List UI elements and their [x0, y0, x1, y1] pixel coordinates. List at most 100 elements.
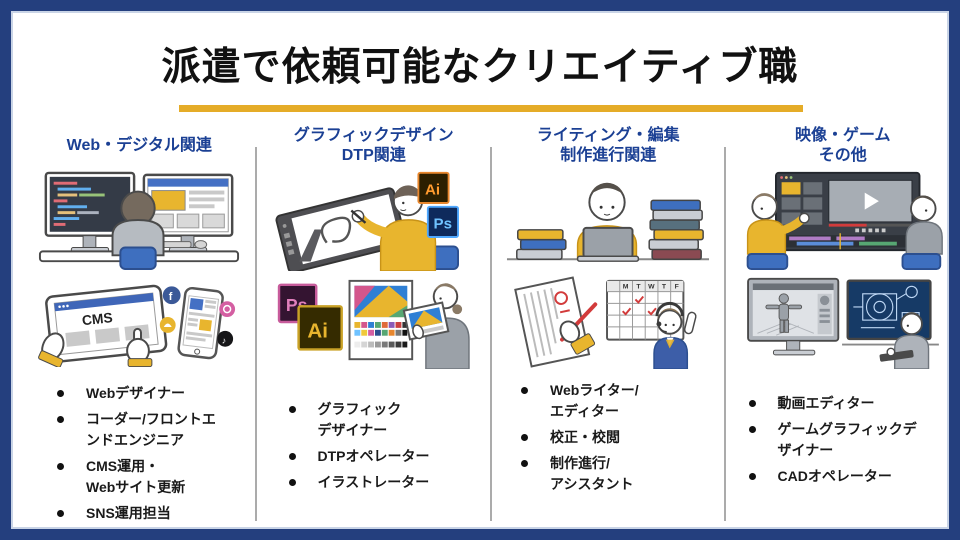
ps-label: Ps — [433, 216, 451, 233]
day-label: M — [623, 284, 629, 291]
laptop — [582, 226, 634, 259]
column-writing-editing: ライティング・編集 制作進行関連 — [491, 123, 726, 539]
3d-cad-image — [746, 277, 939, 369]
list-item: CMS運用・ Webサイト更新 — [57, 456, 257, 498]
bullet-dot — [57, 463, 64, 470]
headset — [655, 301, 685, 317]
job-label: 校正・校閲 — [550, 429, 620, 445]
video-editor-image — [746, 171, 943, 271]
drawing-tablet — [879, 350, 914, 362]
web-workstation-illustration — [22, 169, 257, 273]
job-label: コーダー/フロントエ ンドエンジニア — [86, 411, 216, 448]
3d-figure — [778, 293, 789, 304]
job-label: 制作進行/ アシスタント — [550, 455, 634, 492]
proofreading-schedule-illustration: M T W T F — [491, 275, 726, 371]
job-list-writing-editing: Webライター/ エディター 校正・校閲 制作進行/ アシスタント — [491, 380, 726, 500]
bullet-dot — [288, 406, 296, 413]
list-item: 校正・校閲 — [521, 427, 726, 448]
illustrator-icon — [297, 305, 343, 351]
columns-container: Web・デジタル関連 — [22, 123, 960, 539]
cms-label: CMS — [81, 309, 113, 328]
photoshop-icon — [426, 205, 459, 238]
job-label: 動画エディター — [777, 395, 875, 411]
chair — [746, 253, 788, 271]
instagram-icon — [219, 301, 236, 318]
video-editing-illustration — [726, 169, 960, 273]
pen-display-illustration: Ai Ps — [257, 169, 492, 273]
job-label: Webライター/ エディター — [550, 382, 639, 419]
facebook-letter: f — [169, 291, 173, 303]
job-list-video-game: 動画エディター ゲームグラフィックデ ザイナー CADオペレーター — [726, 393, 960, 492]
facebook-icon — [163, 286, 181, 305]
job-label: グラフィック デザイナー — [317, 401, 402, 438]
illustrator-icon — [417, 171, 450, 204]
job-label: ゲームグラフィックデ ザイナー — [777, 421, 917, 458]
job-label: CMS運用・ Webサイト更新 — [86, 458, 186, 495]
color-proof-illustration: Ps Ai — [257, 275, 492, 371]
ai-label: Ai — [425, 182, 440, 199]
ai-label: Ai — [307, 320, 328, 343]
list-item: CADオペレーター — [748, 466, 960, 487]
job-label: Webデザイナー — [86, 385, 186, 401]
bullet-dot — [521, 387, 528, 394]
list-item: Webライター/ エディター — [521, 380, 726, 422]
bullet-dot — [521, 460, 528, 467]
job-label: CADオペレーター — [777, 468, 892, 484]
column-web-digital: Web・デジタル関連 — [22, 123, 257, 539]
column-header-video-game: 映像・ゲーム その他 — [794, 127, 891, 164]
play-icon — [864, 192, 879, 210]
column-header-web-digital: Web・デジタル関連 — [66, 137, 212, 154]
bullet-dot — [748, 426, 756, 433]
list-item: 制作進行/ アシスタント — [521, 453, 726, 495]
column-header-graphic-dtp: グラフィックデザイン DTP関連 — [293, 127, 454, 164]
column-divider — [490, 147, 492, 521]
tiktok-note: ♪ — [222, 335, 226, 345]
bullet-dot — [57, 416, 64, 423]
writer-illustration — [491, 169, 726, 273]
bullet-dot — [288, 453, 296, 460]
bullet-dot — [288, 479, 296, 486]
code-editor-screen — [50, 176, 131, 232]
tablet-phone-image: CMS — [38, 284, 236, 367]
column-header-writing-editing: ライティング・編集 制作進行関連 — [536, 127, 680, 164]
chair — [901, 253, 941, 271]
person-head — [900, 312, 923, 336]
list-item: ゲームグラフィックデ ザイナー — [748, 419, 960, 461]
print-proof-image: Ps Ai — [277, 279, 470, 369]
3d-cad-illustration — [726, 275, 960, 371]
day-label: F — [675, 284, 679, 291]
job-list-graphic-dtp: グラフィック デザイナー DTPオペレーター イラストレーター — [257, 399, 492, 498]
column-graphic-dtp: グラフィックデザイン DTP関連 — [257, 123, 492, 539]
day-label: T — [662, 284, 667, 291]
proofreading-image: M T W T F — [514, 276, 697, 369]
job-list-web-digital: Webデザイナー コーダー/フロントエ ンドエンジニア CMS運用・ Webサイ… — [22, 383, 257, 529]
bullet-dot — [57, 510, 64, 517]
list-item: イラストレーター — [288, 472, 492, 493]
column-divider — [255, 147, 257, 521]
cms-sns-illustration: CMS — [22, 275, 257, 371]
smartphone — [177, 286, 225, 360]
job-label: イラストレーター — [317, 474, 430, 490]
list-item: Webデザイナー — [57, 383, 257, 404]
list-item: DTPオペレーター — [288, 446, 492, 467]
list-item: SNS運用担当 — [57, 503, 257, 524]
day-label: W — [648, 284, 655, 291]
laptop-books-image — [507, 182, 710, 262]
column-divider — [724, 147, 726, 521]
list-item: グラフィック デザイナー — [288, 399, 492, 441]
page-title: 派遣で依頼可能なクリエイティブ職 — [161, 46, 799, 89]
bullet-dot — [521, 434, 528, 441]
bullet-dot — [748, 473, 756, 480]
title-underline — [179, 105, 803, 112]
bullet-dot — [748, 400, 756, 407]
digital-drawing-image: Ai Ps — [275, 171, 459, 271]
list-item: 動画エディター — [748, 393, 960, 414]
job-label: SNS運用担当 — [86, 505, 171, 521]
bullet-dot — [57, 390, 64, 397]
dual-monitor-coder-image — [39, 171, 240, 271]
column-video-game: 映像・ゲーム その他 — [726, 123, 960, 539]
job-label: DTPオペレーター — [317, 448, 430, 464]
tiktok-icon — [217, 330, 234, 347]
chair — [119, 246, 157, 271]
